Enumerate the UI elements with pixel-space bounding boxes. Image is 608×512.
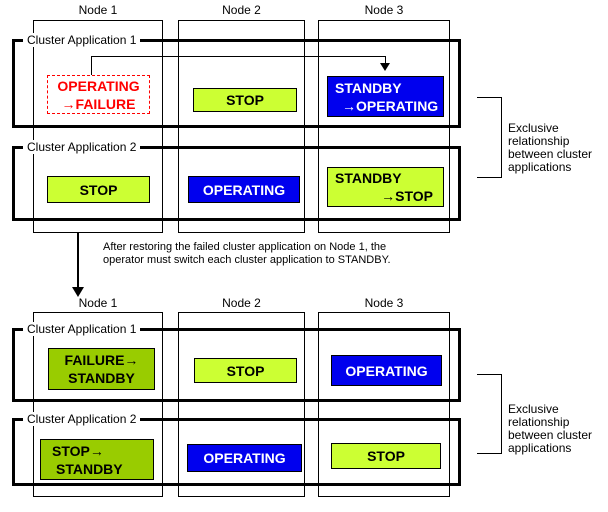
cluster-application-2-label-bottom: Cluster Application 2 [23, 412, 141, 426]
cluster-application-1-group-bottom: Cluster Application 1 [12, 322, 461, 402]
exclusive-bracket-top-stub-bottom [477, 177, 501, 178]
cluster-application-2-group-top: Cluster Application 2 [12, 140, 461, 221]
note-line: applications [508, 160, 572, 174]
note-line: between cluster [508, 428, 593, 442]
state-operating-failure-box: OPERATING →FAILURE [47, 75, 150, 114]
note-line: relationship [508, 134, 570, 148]
state-line: OPERATING [202, 181, 286, 198]
state-operating-box-bottom-app1-node3: OPERATING [331, 355, 442, 386]
state-failure-standby-box: FAILURE→ STANDBY [48, 348, 155, 390]
note-line: After restoring the failed cluster appli… [103, 241, 387, 253]
state-line: STOP [79, 181, 118, 198]
state-line: OPERATING [345, 362, 428, 379]
cluster-application-1-label-bottom: Cluster Application 1 [23, 322, 141, 336]
exclusive-bracket-top-stub-top [477, 97, 501, 98]
exclusive-bracket-bottom-stub-top [477, 374, 501, 375]
exclusive-relationship-note-bottom: Exclusive relationship between cluster a… [508, 403, 604, 455]
state-line: STOP [226, 92, 264, 108]
note-line: Exclusive [508, 121, 559, 135]
note-line: operator must switch each cluster applic… [103, 254, 391, 266]
note-line: Exclusive [508, 402, 559, 416]
state-line: OPERATING [203, 450, 286, 466]
state-stop-box-bottom-app1-node2: STOP [194, 358, 297, 383]
node-1-label-bottom: Node 1 [78, 296, 118, 310]
transition-note: After restoring the failed cluster appli… [103, 241, 391, 267]
state-standby-operating-box: STANDBY →OPERATING [327, 76, 444, 117]
state-stop-box-top-app2-node1: STOP [47, 176, 150, 203]
failover-arrowhead-icon [380, 63, 390, 71]
exclusive-bracket-bottom-stub-bottom [477, 453, 501, 454]
state-line: STOP [367, 448, 405, 464]
failover-arrow-segment-down [385, 56, 386, 64]
failover-arrow-segment-across [91, 56, 386, 57]
node-2-label-top: Node 2 [222, 3, 261, 17]
state-stop-standby-box: STOP→ STANDBY [40, 439, 154, 480]
state-operating-box-bottom-app2-node2: OPERATING [187, 444, 302, 472]
node-3-label-top: Node 3 [364, 3, 404, 17]
state-line: →FAILURE [61, 95, 136, 112]
node-2-label-bottom: Node 2 [222, 296, 261, 310]
node-1-box-bottom [33, 312, 163, 497]
failover-arrow-segment-up [91, 56, 92, 75]
exclusive-bracket-top-vertical [501, 97, 502, 178]
state-line: STANDBY [335, 170, 402, 186]
cluster-application-2-label-top: Cluster Application 2 [23, 140, 141, 154]
note-line: between cluster [508, 147, 593, 161]
state-standby-stop-box: STANDBY →STOP [327, 167, 444, 207]
state-line: STOP→ [52, 442, 104, 459]
cluster-application-1-label-top: Cluster Application 1 [23, 33, 141, 47]
node-3-box-bottom [318, 312, 450, 497]
cluster-application-1-group-top: Cluster Application 1 [12, 33, 461, 128]
state-operating-box-top-app2-node2: OPERATING [188, 176, 300, 203]
cluster-application-2-group-bottom: Cluster Application 2 [12, 412, 461, 486]
state-line: →STOP [381, 188, 433, 204]
state-stop-box-top-app1-node2: STOP [193, 88, 297, 112]
state-line: STOP [226, 362, 265, 379]
node-3-label-bottom: Node 3 [364, 296, 404, 310]
state-line: STANDBY [68, 370, 135, 386]
note-line: relationship [508, 415, 570, 429]
state-stop-box-bottom-app2-node3: STOP [331, 443, 441, 469]
note-line: applications [508, 441, 572, 455]
state-line: →OPERATING [342, 97, 439, 114]
node-1-label-top: Node 1 [78, 3, 118, 17]
transition-arrow-shaft [77, 233, 79, 287]
state-line: STANDBY [335, 79, 402, 96]
exclusive-relationship-note-top: Exclusive relationship between cluster a… [508, 122, 604, 174]
exclusive-bracket-bottom-vertical [501, 374, 502, 454]
state-line: STANDBY [56, 460, 123, 477]
node-2-box-bottom [178, 312, 305, 497]
state-line: OPERATING [57, 77, 140, 94]
state-line: FAILURE→ [64, 352, 139, 368]
transition-arrowhead-icon [72, 287, 84, 297]
